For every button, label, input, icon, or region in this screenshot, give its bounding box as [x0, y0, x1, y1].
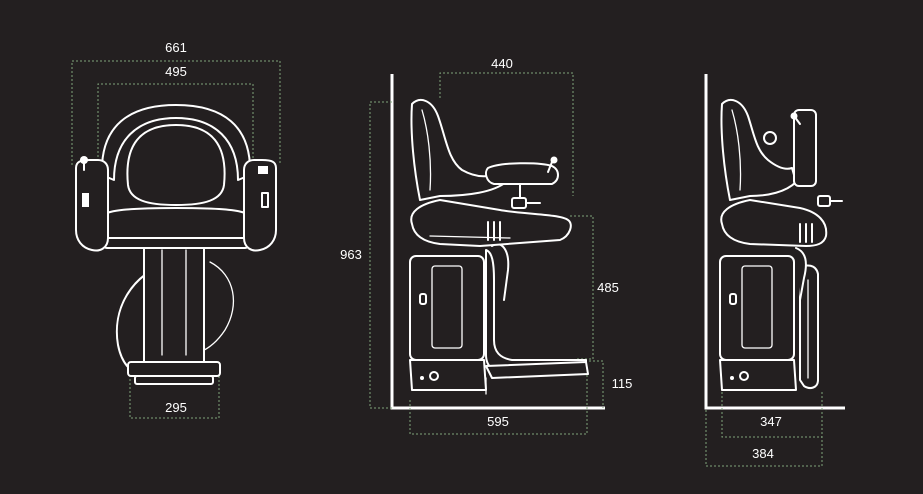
front-rail-right: [199, 261, 235, 353]
side-seat-height-label: 485: [597, 280, 619, 295]
side-depth-top-label: 440: [491, 56, 513, 71]
side-footrest-height-guide: [585, 360, 604, 408]
folded-seat: [720, 199, 828, 247]
front-backrest-pad: [126, 124, 226, 206]
folded-backrest: [720, 99, 797, 201]
front-view: 661 495 295: [71, 40, 281, 419]
front-overall-width-guide: [71, 60, 281, 165]
side-armrest: [485, 162, 559, 185]
side-seat-ribs: [487, 221, 501, 241]
folded-carriage-box: [719, 255, 795, 361]
front-seat: [99, 207, 253, 243]
side-depth-guide: [409, 372, 588, 435]
folded-chair-outline: [719, 99, 843, 391]
folded-view: 347 384: [704, 74, 845, 467]
side-base: [409, 359, 487, 391]
side-seat-height-guide: [570, 215, 594, 360]
folded-base: [719, 359, 797, 391]
right-armrest: [243, 159, 277, 252]
left-armrest: [75, 159, 109, 252]
side-view: 440 963 485 115 595: [340, 56, 633, 435]
side-height-guide: [369, 101, 392, 409]
folded-column: [795, 247, 807, 301]
side-footrest-height-label: 115: [612, 376, 633, 391]
front-seat-width-guide: [97, 83, 254, 165]
front-overall-width-label: 661: [165, 40, 187, 55]
folded-depth-label: 347: [760, 414, 782, 429]
front-carriage-base: [127, 361, 221, 377]
front-seat-width-label: 495: [165, 64, 187, 79]
side-seat: [410, 199, 572, 247]
folded-swivel-lever: [817, 195, 831, 207]
side-depth-top-guide: [439, 72, 574, 196]
folded-wall-floor: [704, 74, 845, 410]
side-carriage-box: [409, 255, 485, 361]
front-base-width-label: 295: [165, 400, 187, 415]
side-height-label: 963: [340, 247, 362, 262]
front-column: [143, 243, 205, 363]
front-base-width-guide: [129, 375, 220, 419]
side-swivel-lever: [511, 197, 527, 209]
side-backrest: [410, 99, 507, 201]
folded-depth-total-label: 384: [752, 446, 774, 461]
folded-footrest: [799, 264, 819, 389]
front-chair-outline: [75, 104, 277, 385]
folded-seat-ribs: [799, 223, 813, 243]
folded-depth-total-guide: [705, 410, 823, 467]
side-depth-label: 595: [487, 414, 509, 429]
side-chair-outline: [409, 99, 589, 395]
side-footrest: [485, 361, 589, 379]
folded-armrest: [793, 109, 817, 187]
